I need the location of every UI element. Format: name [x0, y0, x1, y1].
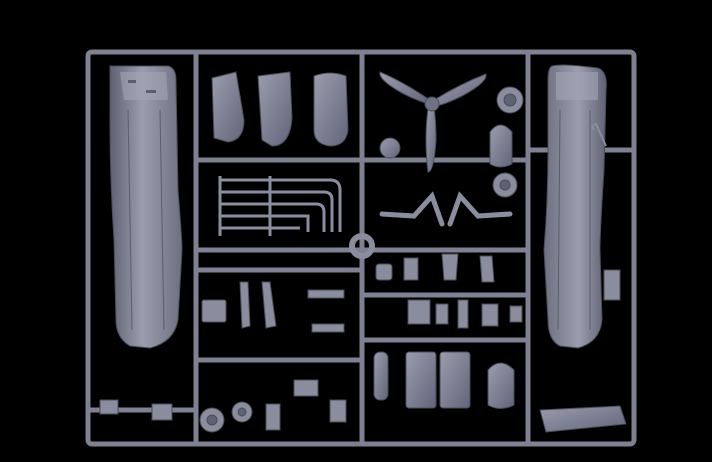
small-parts — [99, 253, 621, 431]
left-fuselage-half — [109, 65, 183, 349]
wheel-parts — [199, 86, 524, 433]
exhaust-pipes — [218, 176, 342, 236]
gear-covers — [487, 124, 515, 409]
spinner-cap — [379, 137, 401, 159]
landing-gear-struts — [379, 191, 513, 227]
engine-cowling-panels — [211, 71, 349, 147]
tail-wing-piece — [539, 405, 627, 433]
right-fuselage-half — [543, 64, 607, 349]
antenna-wire — [591, 122, 607, 147]
engine-blocks — [373, 351, 471, 409]
sprue-hub-ring — [349, 233, 375, 259]
propeller — [379, 71, 487, 173]
